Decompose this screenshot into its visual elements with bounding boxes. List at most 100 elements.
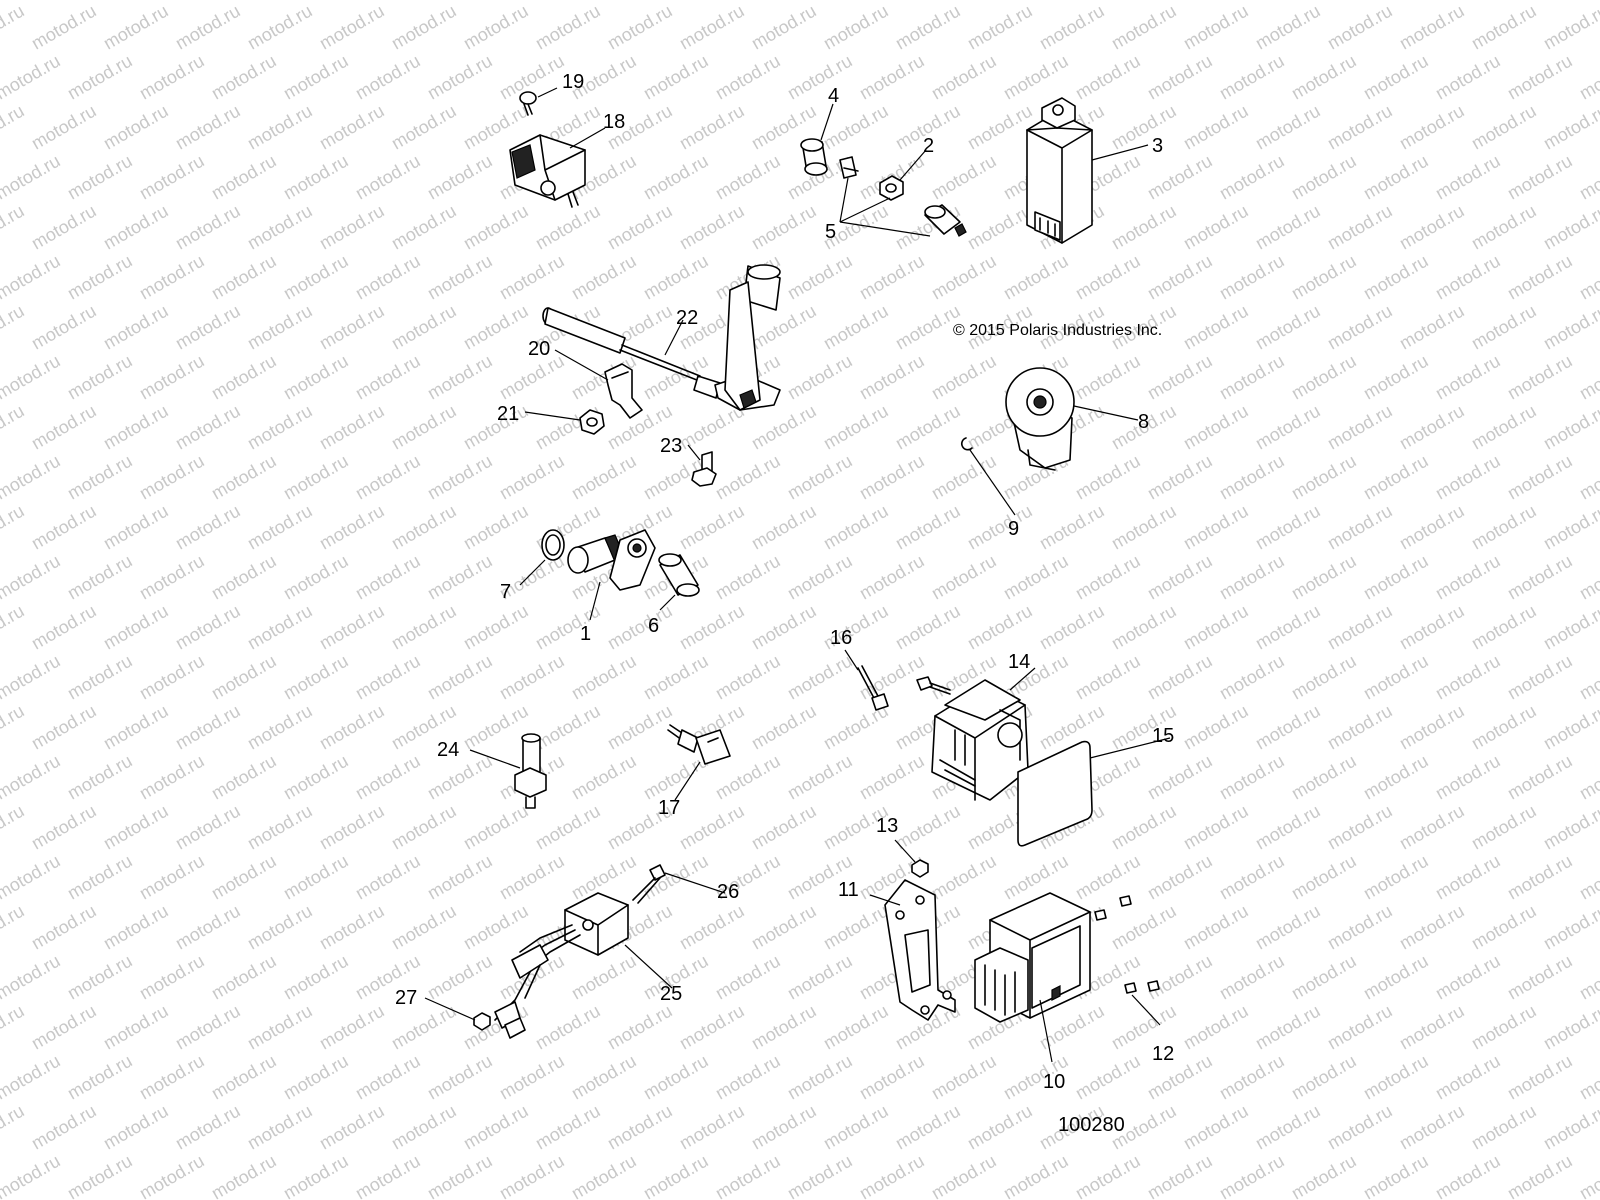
watermark-text: motod.ru: [748, 1, 820, 54]
watermark-text: motod.ru: [1252, 301, 1324, 354]
part-6-pin: [658, 553, 700, 597]
callout-24: 24: [437, 739, 459, 761]
watermark-text: motod.ru: [1216, 1151, 1288, 1200]
watermark-text: motod.ru: [1432, 1151, 1504, 1200]
watermark-text: motod.ru: [1288, 651, 1360, 704]
watermark-text: motod.ru: [1288, 551, 1360, 604]
watermark-text: motod.ru: [1576, 451, 1600, 504]
watermark-text: motod.ru: [1324, 601, 1396, 654]
watermark-text: motod.ru: [172, 701, 244, 754]
callout-18: 18: [603, 111, 625, 133]
watermark-text: motod.ru: [424, 0, 496, 3]
watermark-text: motod.ru: [1576, 151, 1600, 204]
callout-9: 9: [1008, 518, 1019, 540]
watermark-text: motod.ru: [1216, 1051, 1288, 1104]
watermark-text: motod.ru: [28, 901, 100, 954]
watermark-text: motod.ru: [1468, 801, 1540, 854]
watermark-text: motod.ru: [1468, 401, 1540, 454]
watermark-text: motod.ru: [100, 501, 172, 554]
watermark-text: motod.ru: [1108, 601, 1180, 654]
watermark-text: motod.ru: [64, 1051, 136, 1104]
watermark-text: motod.ru: [0, 1101, 28, 1154]
watermark-text: motod.ru: [0, 51, 64, 104]
callout-14: 14: [1008, 651, 1030, 673]
watermark-text: motod.ru: [1396, 501, 1468, 554]
watermark-text: motod.ru: [1144, 751, 1216, 804]
watermark-text: motod.ru: [1144, 51, 1216, 104]
watermark-text: motod.ru: [892, 401, 964, 454]
watermark-text: motod.ru: [1468, 501, 1540, 554]
watermark-text: motod.ru: [1396, 901, 1468, 954]
watermark-text: motod.ru: [676, 501, 748, 554]
watermark-text: motod.ru: [280, 851, 352, 904]
watermark-text: motod.ru: [1180, 301, 1252, 354]
watermark-text: motod.ru: [28, 601, 100, 654]
watermark-text: motod.ru: [1288, 251, 1360, 304]
watermark-text: motod.ru: [1180, 1, 1252, 54]
watermark-text: motod.ru: [928, 51, 1000, 104]
watermark-text: motod.ru: [964, 1101, 1036, 1154]
watermark-text: motod.ru: [172, 201, 244, 254]
watermark-text: motod.ru: [1468, 901, 1540, 954]
watermark-text: motod.ru: [1360, 51, 1432, 104]
watermark-text: motod.ru: [28, 1101, 100, 1154]
watermark-text: motod.ru: [1576, 351, 1600, 404]
watermark-text: motod.ru: [172, 1001, 244, 1054]
part-15-gasket: [1017, 740, 1093, 847]
watermark-text: motod.ru: [640, 1151, 712, 1200]
watermark-text: motod.ru: [496, 1151, 568, 1200]
watermark-text: motod.ru: [424, 1151, 496, 1200]
watermark-text: motod.ru: [1432, 51, 1504, 104]
watermark-text: motod.ru: [856, 651, 928, 704]
watermark-text: motod.ru: [424, 151, 496, 204]
watermark-text: motod.ru: [0, 551, 64, 604]
watermark-text: motod.ru: [640, 651, 712, 704]
callout-23: 23: [660, 435, 682, 457]
watermark-text: motod.ru: [460, 901, 532, 954]
watermark-text: motod.ru: [100, 801, 172, 854]
watermark-text: motod.ru: [1540, 101, 1600, 154]
watermark-text: motod.ru: [1576, 851, 1600, 904]
watermark-text: motod.ru: [1324, 101, 1396, 154]
watermark-text: motod.ru: [1144, 951, 1216, 1004]
watermark-text: motod.ru: [928, 1151, 1000, 1200]
watermark-text: motod.ru: [496, 251, 568, 304]
watermark-text: motod.ru: [784, 351, 856, 404]
watermark-text: motod.ru: [928, 151, 1000, 204]
watermark-text: motod.ru: [208, 51, 280, 104]
watermark-text: motod.ru: [1468, 301, 1540, 354]
watermark-text: motod.ru: [856, 551, 928, 604]
watermark-text: motod.ru: [1072, 451, 1144, 504]
watermark-text: motod.ru: [316, 601, 388, 654]
watermark-text: motod.ru: [784, 751, 856, 804]
watermark-text: motod.ru: [856, 0, 928, 3]
part-5-kit: [839, 156, 967, 237]
watermark-text: motod.ru: [244, 201, 316, 254]
watermark-text: motod.ru: [928, 551, 1000, 604]
watermark-text: motod.ru: [928, 1051, 1000, 1104]
watermark-text: motod.ru: [1576, 551, 1600, 604]
watermark-text: motod.ru: [1288, 0, 1360, 3]
watermark-text: motod.ru: [928, 251, 1000, 304]
watermark-text: motod.ru: [388, 1, 460, 54]
watermark-text: motod.ru: [568, 1051, 640, 1104]
watermark-text: motod.ru: [316, 1101, 388, 1154]
watermark-text: motod.ru: [784, 51, 856, 104]
watermark-text: motod.ru: [136, 351, 208, 404]
watermark-text: motod.ru: [388, 801, 460, 854]
watermark-text: motod.ru: [1216, 951, 1288, 1004]
watermark-text: motod.ru: [1252, 701, 1324, 754]
watermark-text: motod.ru: [0, 851, 64, 904]
watermark-text: motod.ru: [784, 0, 856, 3]
watermark-text: motod.ru: [1180, 1101, 1252, 1154]
watermark-text: motod.ru: [244, 501, 316, 554]
watermark-text: motod.ru: [1432, 951, 1504, 1004]
watermark-text: motod.ru: [1468, 1101, 1540, 1154]
watermark-text: motod.ru: [280, 951, 352, 1004]
watermark-text: motod.ru: [244, 1, 316, 54]
watermark-text: motod.ru: [280, 651, 352, 704]
watermark-text: motod.ru: [568, 251, 640, 304]
watermark-text: motod.ru: [1576, 951, 1600, 1004]
watermark-text: motod.ru: [352, 251, 424, 304]
